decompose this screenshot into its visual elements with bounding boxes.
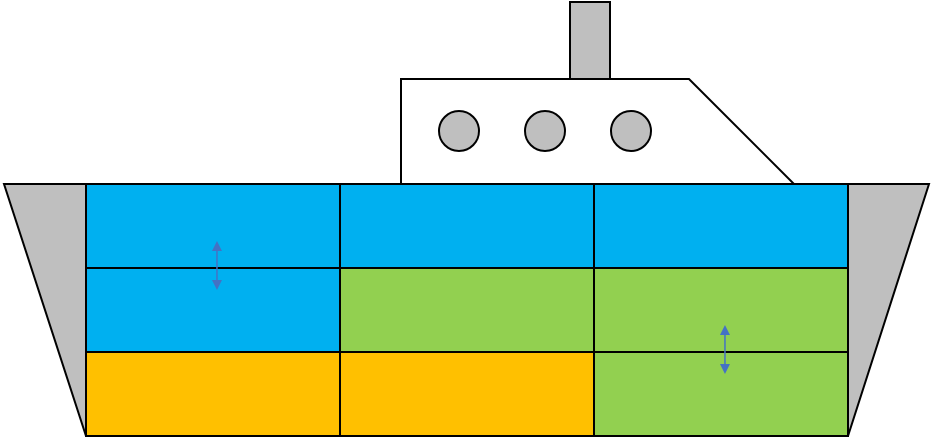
swap-arrows <box>211 241 730 374</box>
cargo-grid <box>85 183 849 437</box>
cargo-cell <box>339 351 595 437</box>
cargo-cell <box>593 183 849 269</box>
cargo-cell <box>593 267 849 353</box>
swap-arrow-head-down <box>211 280 222 290</box>
cargo-cell <box>85 351 341 437</box>
cargo-cell <box>85 183 341 269</box>
swap-arrow-head-up <box>719 325 730 335</box>
hull-stern-right <box>847 183 931 437</box>
cargo-cell <box>339 267 595 353</box>
swap-arrow-head-down <box>719 364 730 374</box>
porthole <box>610 110 652 152</box>
swap-arrow <box>211 241 222 290</box>
deckhouse-group <box>400 78 797 185</box>
swap-arrow <box>719 325 730 374</box>
cargo-cell <box>339 183 595 269</box>
chimney-group <box>569 1 611 80</box>
porthole <box>438 110 480 152</box>
porthole <box>524 110 566 152</box>
hull-bow-left <box>2 183 87 437</box>
swap-arrow-head-up <box>211 241 222 251</box>
chimney <box>569 1 611 80</box>
